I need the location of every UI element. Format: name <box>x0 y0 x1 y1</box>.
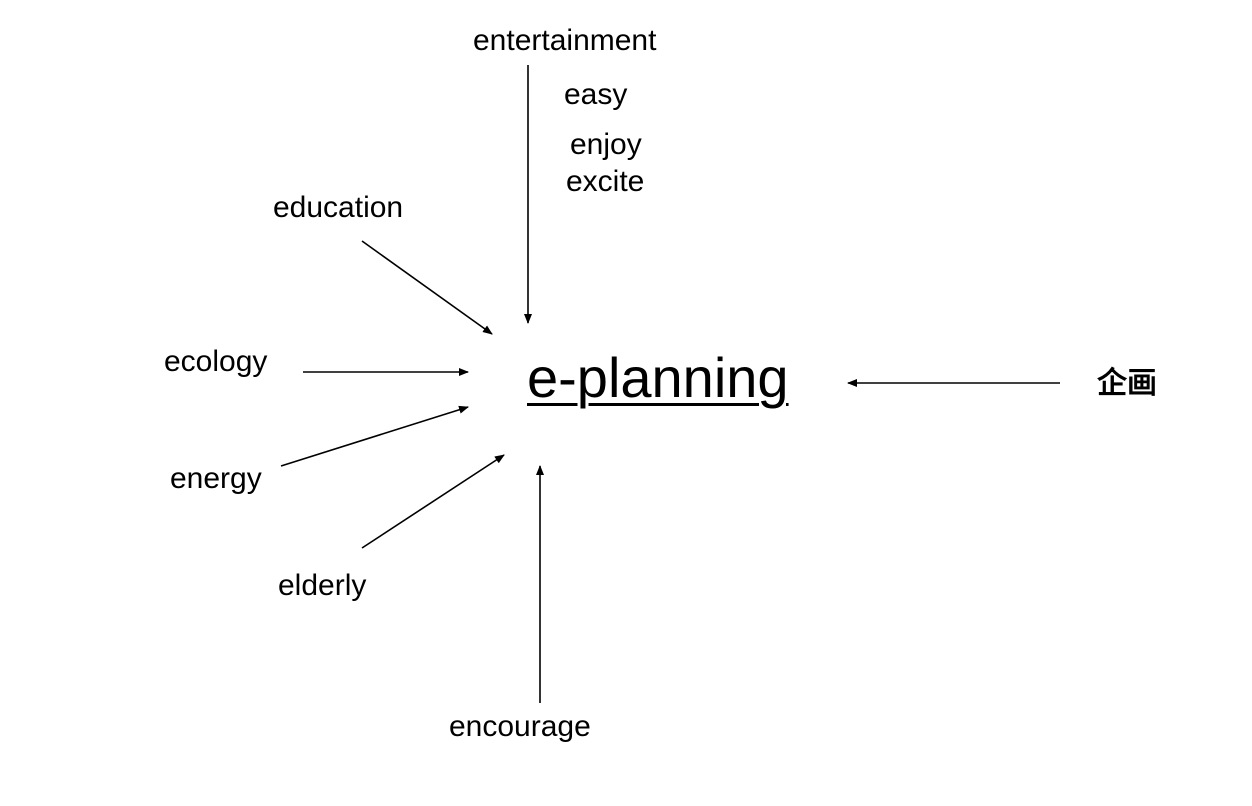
arrow-education <box>361 240 493 335</box>
arrow-energy <box>280 405 469 467</box>
word-education: education <box>273 191 404 224</box>
word-elderly: elderly <box>278 569 367 602</box>
word-excite: excite <box>566 165 645 198</box>
center-term: e-planning <box>527 346 789 409</box>
word-kikaku: 企画 <box>1097 366 1157 401</box>
word-energy: energy <box>170 462 262 495</box>
word-easy: easy <box>564 78 628 111</box>
arrow-elderly <box>361 454 505 549</box>
word-ecology: ecology <box>164 345 268 378</box>
word-enjoy: enjoy <box>570 128 642 161</box>
word-encourage: encourage <box>449 710 591 743</box>
word-entertainment: entertainment <box>473 24 657 57</box>
